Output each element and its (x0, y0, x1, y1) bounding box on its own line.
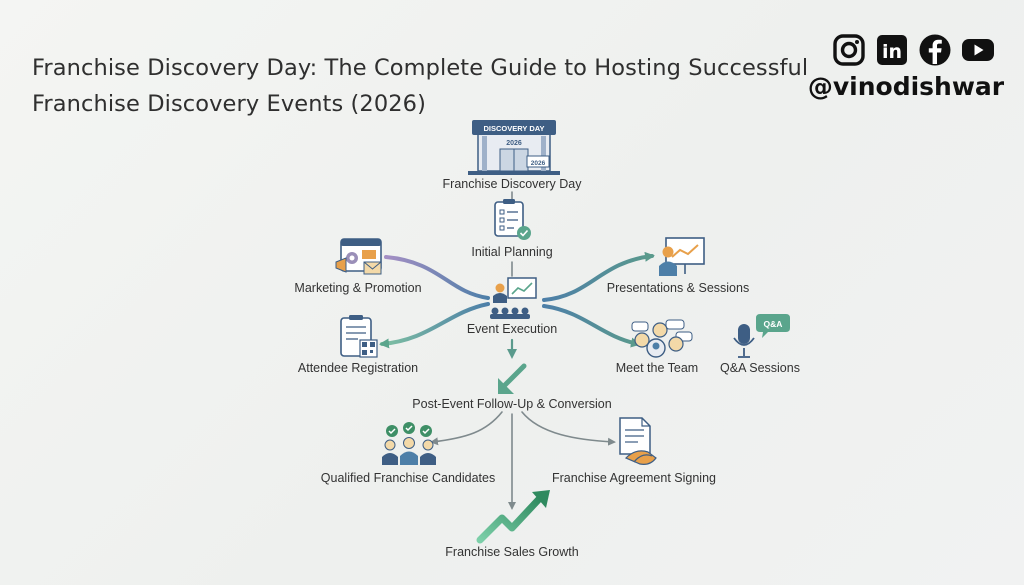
registration-icon (340, 315, 378, 358)
label-qa-sessions: Q&A Sessions (720, 361, 800, 375)
node-discovery-day: DISCOVERY DAY 2026 2026 Franchise Discov… (443, 120, 583, 191)
connector-execution-presentations (542, 251, 655, 302)
node-sales-growth: Franchise Sales Growth (445, 490, 579, 559)
label-registration: Attendee Registration (298, 361, 418, 375)
venue-icon: DISCOVERY DAY 2026 2026 (468, 120, 560, 175)
node-qa-sessions: Q&A Q&A Sessions (720, 314, 800, 375)
marketing-icon (335, 238, 382, 275)
event-stage-icon (490, 277, 537, 319)
facebook-icon[interactable] (918, 33, 952, 67)
node-meet-team: Meet the Team (616, 319, 698, 375)
node-registration: Attendee Registration (298, 315, 418, 375)
qa-bubble-text: Q&A (764, 319, 783, 329)
title-line-1: Franchise Discovery Day: The Complete Gu… (32, 55, 809, 81)
youtube-icon[interactable] (961, 33, 995, 67)
linkedin-icon[interactable]: in (875, 33, 909, 67)
label-presentations: Presentations & Sessions (607, 281, 749, 295)
title-line-2: Franchise Discovery Events (2026) (32, 91, 426, 117)
growth-arrow-icon (476, 494, 544, 544)
conversion-arrowhead (498, 378, 514, 394)
venue-sign-text: DISCOVERY DAY (484, 124, 545, 133)
connector-followup-qualified (430, 411, 503, 446)
linkedin-glyph: in (882, 41, 902, 63)
checklist-icon (494, 199, 531, 240)
label-follow-up: Post-Event Follow-Up & Conversion (412, 397, 611, 411)
connector-marketing-execution (384, 255, 490, 300)
node-qualified: Qualified Franchise Candidates (321, 422, 495, 485)
social-handle: @vinodishwar (807, 72, 1005, 101)
label-discovery-day: Franchise Discovery Day (443, 177, 583, 191)
team-icon (631, 319, 693, 358)
label-sales-growth: Franchise Sales Growth (445, 545, 578, 559)
conversion-arrow-icon (501, 363, 527, 389)
node-follow-up: Post-Event Follow-Up & Conversion (412, 363, 612, 411)
label-agreement: Franchise Agreement Signing (552, 471, 716, 485)
connector-execution-meetteam (542, 304, 641, 348)
node-agreement: Franchise Agreement Signing (552, 417, 716, 485)
presenter-icon (659, 237, 705, 276)
microphone-icon: Q&A (733, 314, 790, 358)
connector-execution-registration (379, 302, 490, 349)
node-marketing: Marketing & Promotion (294, 238, 422, 295)
label-marketing: Marketing & Promotion (294, 281, 421, 295)
candidates-icon (382, 422, 436, 465)
node-event-execution: Event Execution (467, 277, 557, 336)
page-title: Franchise Discovery Day: The Complete Gu… (32, 50, 832, 122)
instagram-icon[interactable] (832, 33, 866, 67)
growth-arrowhead (532, 490, 550, 508)
label-event-execution: Event Execution (467, 322, 557, 336)
agreement-icon (619, 417, 657, 465)
node-initial-planning: Initial Planning (471, 199, 553, 259)
venue-year-text: 2026 (506, 140, 522, 147)
connector-followup-agreement (521, 411, 616, 446)
label-qualified: Qualified Franchise Candidates (321, 471, 495, 485)
node-presentations: Presentations & Sessions (607, 237, 749, 295)
label-initial-planning: Initial Planning (471, 245, 552, 259)
venue-banner-text: 2026 (531, 160, 546, 167)
label-meet-team: Meet the Team (616, 361, 698, 375)
social-icons: in (832, 33, 995, 67)
connectors (379, 191, 655, 510)
